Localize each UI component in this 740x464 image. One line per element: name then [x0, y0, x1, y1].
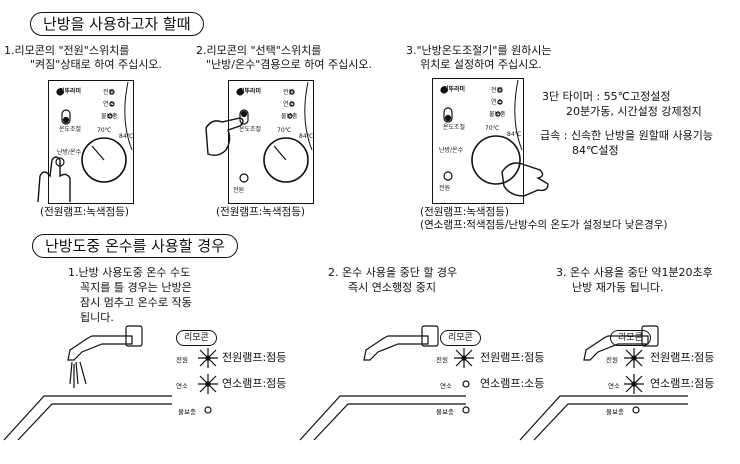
item3-line1: 3. 온수 사용을 중단 약1분20초후	[556, 266, 713, 279]
logo-icon	[236, 88, 244, 96]
section1-title: 난방을 사용하고자 할때	[30, 12, 204, 36]
r3-burn-text: 연소램프:점등	[650, 377, 715, 390]
refill-lamp-icon	[632, 406, 640, 414]
caption-1: (전원램프:녹색점등)	[40, 206, 130, 218]
power-lamp-icon	[497, 87, 503, 93]
step1-line1: 1.리모콘의 "전원"스위치를	[4, 44, 130, 57]
refill-lamp-icon	[287, 113, 293, 119]
burn-lamp-icon	[109, 101, 115, 107]
burn-lamp-off-icon	[462, 380, 470, 388]
power-lamp-icon	[289, 89, 295, 95]
r1-power-text: 전원램프:점등	[222, 351, 287, 364]
step1-line2: "켜짐"상태로 하여 주십시오.	[30, 58, 162, 71]
step2-line1: 2.리모콘의 "선택"스위치를	[196, 44, 322, 57]
item2-line2: 즉시 연소행정 중지	[348, 281, 436, 294]
refill-lamp-icon	[495, 111, 501, 117]
refill-lamp-icon	[204, 406, 212, 414]
hand-icon	[501, 162, 549, 197]
r1-burn-text: 연소램프:점등	[222, 377, 287, 390]
remote-label-1: 리모콘	[176, 330, 217, 346]
logo-icon	[56, 88, 64, 96]
caption-3a: (전원램프:녹색점등)	[420, 206, 510, 218]
r2-power-text: 전원램프:점등	[480, 351, 545, 364]
burn-lamp-lit-icon	[198, 374, 218, 394]
section2-title: 난방도중 온수를 사용할 경우	[32, 234, 238, 258]
item1-line1: 1.난방 사용도중 온수 수도	[68, 266, 191, 279]
remote-label-3: 리모콘	[610, 330, 651, 346]
burn-lamp-icon	[289, 101, 295, 107]
power-lamp-lit-icon	[198, 348, 218, 368]
sink-icon	[519, 395, 688, 441]
step3-line2: 위치로 설정하여 주십시오.	[420, 58, 542, 71]
remote-panel-3: 귀뚜라미 전원 연소 물보충 온도조절 난방/온수 전원 70℃ 84℃	[432, 78, 524, 204]
power-button-icon	[239, 173, 249, 183]
step2-line2: "난방/온수"겸용으로 하여 주십시오.	[206, 58, 372, 71]
remote-panel-2: 귀뚜라미 전원 연소 물보충 온도조절 전원 70℃ 84℃	[228, 80, 314, 204]
item1-line2: 꼭지를 틀 경우는 난방은	[80, 281, 192, 294]
timer-line2: 20분가동, 시간설정 강제정지	[566, 105, 702, 118]
power-lamp-lit-icon	[624, 348, 644, 368]
power-button-icon	[443, 171, 453, 181]
burn-lamp-icon	[497, 99, 503, 105]
power-lamp-lit-icon	[454, 348, 474, 368]
power-lamp-icon	[109, 89, 115, 95]
caption-2: (전원램프:녹색점등)	[216, 206, 306, 218]
item3-line2: 난방 재가동 됩니다.	[572, 281, 664, 294]
caption-3b: (연소램프:적색점등/난방수의 온도가 설정보다 낮은경우)	[420, 219, 668, 231]
item2-line1: 2. 온수 사용을 중단 할 경우	[328, 266, 458, 279]
r3-power-text: 전원램프:점등	[650, 351, 715, 364]
sink-icon	[299, 395, 466, 441]
hand-icon	[37, 156, 71, 203]
burn-lamp-lit-icon	[624, 374, 644, 394]
temp-dial-icon	[81, 137, 127, 183]
item1-line3: 잠시 멈추고 온수로 작동	[80, 296, 192, 309]
step3-line1: 3."난방온도조절기"를 원하시는	[406, 44, 552, 57]
temp-dial-icon	[471, 135, 521, 185]
refill-lamp-icon	[107, 113, 113, 119]
temp-dial-icon	[263, 137, 309, 183]
select-switch-icon	[239, 109, 249, 125]
faucet-icon	[363, 335, 429, 361]
item1-line4: 됩니다.	[80, 311, 114, 324]
logo-icon	[440, 86, 448, 94]
hand-icon	[205, 117, 244, 157]
select-switch-icon	[443, 107, 453, 123]
faucet-icon	[67, 335, 133, 361]
refill-lamp-icon	[462, 406, 470, 414]
quick-line2: 84℃설정	[572, 144, 619, 157]
remote-label-2: 리모콘	[440, 330, 481, 346]
r2-burn-text: 연소램프:소등	[480, 377, 545, 390]
select-switch-icon	[61, 109, 71, 125]
quick-line1: 급속 : 신속한 난방을 원할때 사용기능	[540, 129, 713, 142]
sink-icon	[3, 395, 172, 441]
timer-line1: 3단 타이머 : 55℃고정설정	[542, 90, 671, 103]
panel-brand: 귀뚜라미	[59, 88, 82, 95]
